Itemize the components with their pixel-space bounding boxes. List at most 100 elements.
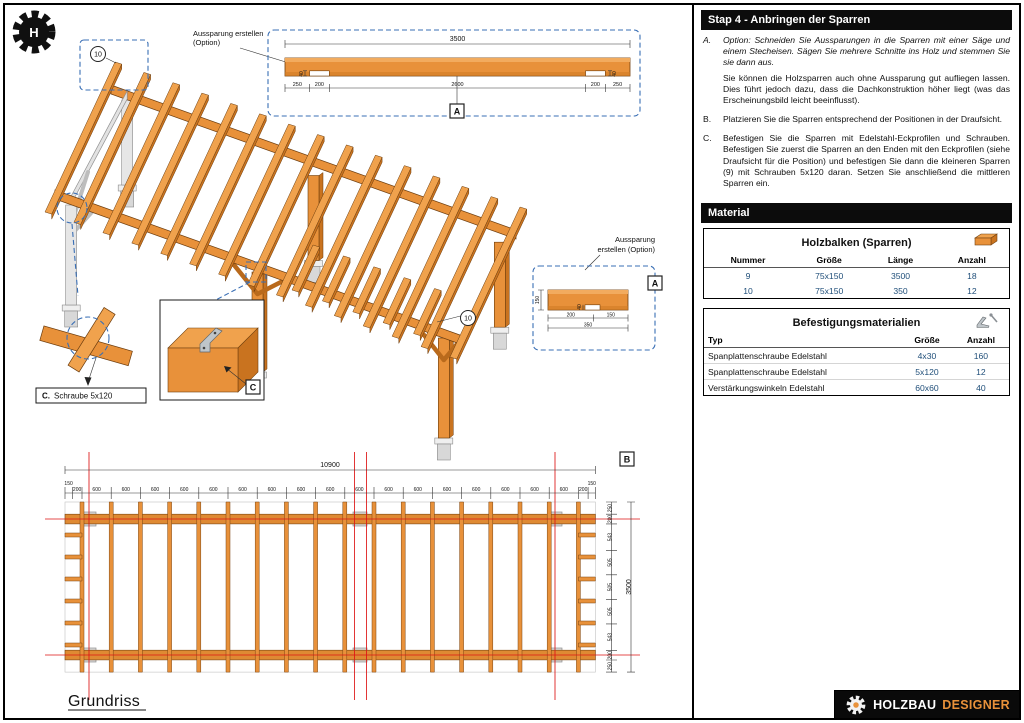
aussparung2-callout-line2: erstellen (Option) (597, 245, 655, 254)
col-typ: Typ (704, 333, 902, 349)
instruction-item-c: C. Befestigen Sie die Sparren mit Edelst… (703, 133, 1010, 193)
svg-text:600: 600 (209, 487, 218, 493)
svg-text:150: 150 (64, 481, 73, 487)
svg-text:505: 505 (607, 607, 613, 616)
svg-text:600: 600 (560, 487, 569, 493)
holzbalken-table: Holzbalken (Sparren) Nummer Größe Länge (703, 228, 1010, 300)
instruction-text: Sie können die Holzsparren auch ohne Aus… (723, 72, 1010, 105)
rafter-detail-small: Aussparung erstellen (Option) 150 40 200… (532, 235, 663, 351)
marker-a: A (454, 107, 461, 117)
svg-text:600: 600 (443, 487, 452, 493)
svg-text:40: 40 (577, 304, 583, 310)
svg-text:505: 505 (607, 583, 613, 592)
gear-icon (846, 695, 866, 715)
svg-text:350: 350 (584, 323, 593, 329)
detail-indicator-circle (56, 192, 88, 224)
svg-text:150: 150 (535, 296, 541, 305)
col-anzahl2: Anzahl (952, 333, 1009, 349)
svg-text:200: 200 (591, 82, 600, 88)
svg-text:600: 600 (297, 487, 306, 493)
svg-text:200: 200 (579, 487, 588, 493)
instruction-letter: A. (703, 35, 712, 45)
svg-text:10: 10 (94, 52, 102, 59)
technical-drawing: 10 10 Aussparung erstellen (Option) 3500 (35, 29, 663, 711)
screw-note-prefix: C. (42, 392, 50, 401)
svg-text:600: 600 (238, 487, 247, 493)
svg-text:600: 600 (530, 487, 539, 493)
svg-text:505: 505 (607, 558, 613, 567)
angle-bracket (199, 327, 223, 353)
col-groesse: Größe (792, 253, 867, 269)
befestigung-table: Befestigungsmaterialien Typ Größe Anzahl (703, 308, 1010, 397)
svg-text:543: 543 (607, 533, 613, 542)
instruction-text: Befestigen Sie die Sparren mit Edelstahl… (723, 133, 1010, 188)
svg-text:543: 543 (607, 633, 613, 642)
svg-text:600: 600 (355, 487, 364, 493)
col-laenge: Länge (866, 253, 935, 269)
svg-text:250: 250 (607, 504, 613, 513)
aussparung2-callout-line1: Aussparung (615, 235, 655, 244)
instruction-panel: Stap 4 - Anbringen der Sparren A. Option… (692, 5, 1019, 718)
wood-beam-icon (973, 232, 999, 253)
table-row: 9 75x150 3500 18 (745, 270, 977, 281)
logo-letter: H (29, 25, 38, 40)
instruction-item-b: B. Platzieren Sie die Sparren entspreche… (703, 114, 1010, 129)
svg-text:600: 600 (501, 487, 510, 493)
holzbalken-table-title: Holzbalken (Sparren) (801, 237, 912, 250)
svg-text:2600: 2600 (451, 82, 463, 88)
marker-a2: A (652, 279, 659, 289)
svg-text:10: 10 (464, 316, 472, 323)
instruction-text: Option: Schneiden Sie Aussparungen in di… (723, 35, 1010, 68)
screw-note-text: Schraube 5x120 (54, 392, 113, 401)
svg-text:600: 600 (326, 487, 335, 493)
svg-text:600: 600 (122, 487, 131, 493)
brand-name-1: HOLZBAU (873, 698, 937, 712)
svg-text:200: 200 (567, 313, 576, 319)
plan-rafters (79, 501, 581, 673)
floorplan-title: Grundriss (68, 693, 140, 710)
svg-text:200: 200 (73, 487, 82, 493)
table-row: Spanplattenschraube Edelstahl 5x120 12 (704, 363, 1009, 381)
svg-text:600: 600 (414, 487, 423, 493)
instruction-text: Platzieren Sie die Sparren entsprechend … (723, 114, 1002, 125)
marker-b: B (624, 455, 631, 465)
svg-text:250: 250 (607, 662, 613, 671)
marker-c: C (250, 383, 257, 393)
instruction-letter: C. (703, 133, 712, 144)
svg-text:200: 200 (607, 515, 613, 524)
step-header-title: Stap 4 - Anbringen der Sparren (708, 14, 871, 26)
col-anzahl: Anzahl (934, 253, 1009, 269)
gear-logo-icon: H (12, 10, 56, 54)
svg-text:600: 600 (92, 487, 101, 493)
befestigung-table-title: Befestigungsmaterialien (792, 317, 921, 330)
part-label-10: 10 (90, 46, 117, 64)
svg-text:40: 40 (299, 71, 305, 77)
material-header-bar: Material (701, 203, 1012, 224)
instruction-letter: B. (703, 114, 712, 125)
svg-text:3500: 3500 (450, 36, 466, 43)
svg-text:600: 600 (180, 487, 189, 493)
svg-text:40: 40 (612, 71, 618, 77)
aussparung-callout-line1: Aussparung erstellen (193, 29, 263, 38)
rafter-detail-a: Aussparung erstellen (Option) 3500 250 2… (193, 29, 641, 119)
total-length-dim: 10900 (320, 462, 340, 469)
bracket-detail-inset: C (159, 299, 265, 401)
svg-text:600: 600 (384, 487, 393, 493)
material-header-title: Material (708, 207, 750, 220)
svg-text:600: 600 (268, 487, 277, 493)
detail-indicator-box2 (245, 261, 267, 283)
col-groesse2: Größe (901, 333, 953, 349)
part-label-10b: 10 (436, 310, 476, 326)
svg-text:200: 200 (607, 651, 613, 660)
corner-detail-inset: C. Schraube 5x120 (35, 306, 147, 404)
detail-indicator-box (79, 39, 149, 91)
svg-text:150: 150 (588, 481, 597, 487)
svg-text:150: 150 (607, 313, 616, 319)
isometric-view: 10 10 (44, 39, 527, 461)
table-row: Spanplattenschraube Edelstahl 4x30 160 (704, 347, 1009, 365)
svg-text:600: 600 (472, 487, 481, 493)
svg-text:250: 250 (293, 82, 302, 88)
svg-text:200: 200 (315, 82, 324, 88)
table-row: Verstärkungswinkeln Edelstahl 60x60 40 (708, 382, 986, 393)
